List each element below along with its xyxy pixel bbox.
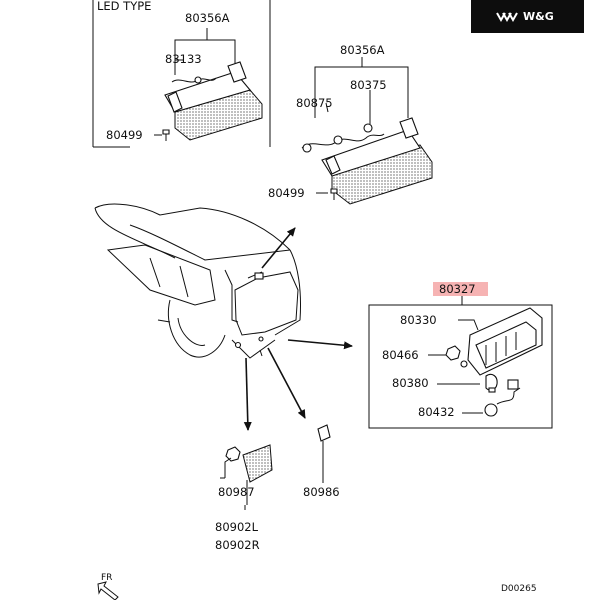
label-80902l: 80902L [215,520,259,534]
socket-icon [484,379,521,417]
diagram-code: D00265 [501,584,537,594]
label-80356a-led: 80356A [185,11,230,25]
reflector-parts: 80987 80986 80902L 80902R [215,424,340,552]
led-type-inset: LED TYPE 80356A 83133 80499 [92,0,271,148]
label-80330: 80330 [400,313,437,327]
label-80875: 80875 [296,96,333,110]
label-80499: 80499 [268,186,305,200]
label-80499-led: 80499 [106,128,143,142]
brand-logo: W&G [471,0,584,33]
label-80327: 80327 [439,282,476,296]
led-high-mount-lamp [164,61,263,141]
label-80375: 80375 [350,78,387,92]
nut-icon [445,345,461,361]
label-83133: 83133 [165,52,202,66]
pointer-arrows [243,227,353,431]
label-80987: 80987 [218,485,255,499]
screw-icon [162,129,170,141]
rear-fog-lamp-box: 80327 80330 80466 80380 80432 [368,282,553,429]
brand-name: W&G [523,10,554,23]
label-80380: 80380 [392,376,429,390]
front-direction-arrow-icon [97,581,119,600]
led-type-title: LED TYPE [97,0,151,13]
callout-frame [368,304,553,429]
front-direction-indicator: FR [97,573,119,600]
label-80986: 80986 [303,485,340,499]
label-80902r: 80902R [215,538,260,552]
screw-icon [330,188,338,200]
bulb-icon [485,373,498,393]
nut-icon [225,446,241,462]
vehicle-rear-outline [94,203,301,359]
label-80432: 80432 [418,405,455,419]
label-80466: 80466 [382,348,419,362]
pad-part [317,424,331,442]
high-mount-stop-lamp-group: 80356A 80375 80875 80499 [268,43,433,205]
fog-lamp-unit [460,307,543,376]
part-highlight [433,282,488,296]
logo-chevrons-icon [496,12,518,23]
reflector-lens [242,444,273,483]
label-80356a: 80356A [340,43,385,57]
high-mount-stop-lamp [301,117,433,205]
direction-label: FR [101,573,112,583]
